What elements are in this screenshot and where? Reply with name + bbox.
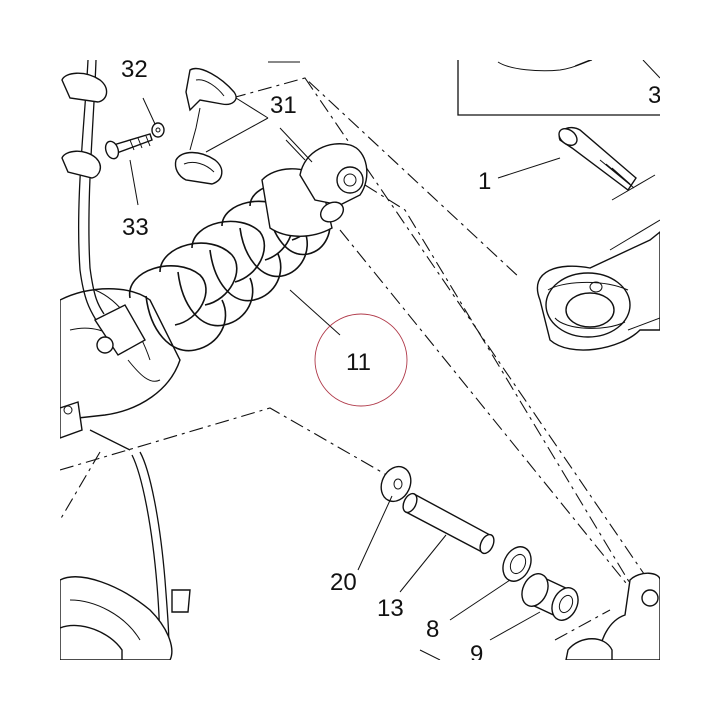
callout-1: 1 (478, 168, 491, 195)
bracket-parts (174, 67, 237, 185)
sleeve-part (402, 492, 495, 555)
shock-absorber-body (60, 288, 181, 439)
small-bolt-and-washer (104, 122, 165, 160)
linkage-part (536, 219, 660, 351)
callout-32: 32 (121, 56, 148, 83)
callout-labels: 1 3 32 33 31 11 20 13 8 9 (121, 56, 661, 668)
leader-lines (129, 97, 561, 641)
highlight-circle (314, 313, 408, 407)
bolt-part (558, 126, 656, 201)
alignment-lines (60, 77, 656, 641)
callout-13: 13 (377, 595, 404, 622)
shock-top-eye (299, 143, 368, 223)
seal-part (502, 546, 532, 582)
callout-31: 31 (270, 92, 297, 119)
reservoir-canister (60, 576, 173, 660)
washer-part (380, 465, 412, 503)
callout-33: 33 (122, 214, 149, 241)
bearing-part (521, 573, 579, 621)
callout-3: 3 (648, 82, 661, 109)
inset-frame (268, 60, 660, 116)
callout-20: 20 (330, 569, 357, 596)
callout-8: 8 (426, 616, 439, 643)
callout-11: 11 (346, 349, 371, 376)
frame-lower-right (419, 572, 660, 660)
